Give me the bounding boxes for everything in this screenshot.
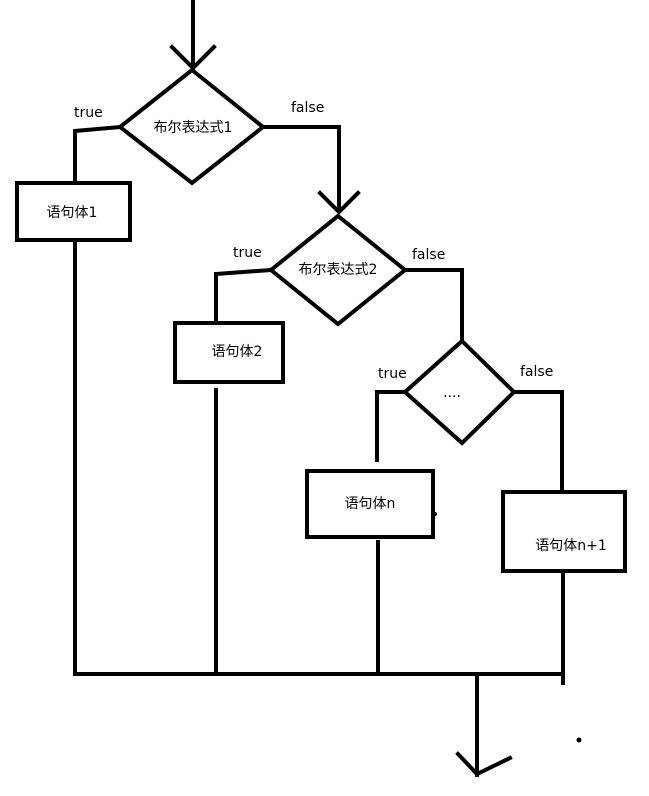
d3-false-line (512, 390, 564, 492)
decision-3-text: .... (443, 385, 461, 401)
decision-diamond-3 (402, 338, 517, 446)
statement-n-plus-1-text: 语句体n+1 (535, 538, 607, 554)
decision-diamond-2 (267, 213, 409, 327)
decision-2-text: 布尔表达式2 (299, 262, 378, 278)
d2-false-label: false (412, 247, 445, 263)
stray-dot-2 (576, 737, 582, 743)
statement-box-n (305, 469, 435, 539)
decision-1-text: 布尔表达式1 (154, 120, 233, 136)
statement-box-2 (173, 321, 285, 384)
d1-false-label: false (291, 100, 324, 116)
statement-box-1 (15, 181, 132, 242)
d1-true-label: true (74, 105, 103, 121)
d1-false-line (261, 125, 341, 212)
d3-true-line (375, 390, 407, 462)
d1-true-line (73, 124, 123, 184)
stray-dot-1 (433, 512, 437, 516)
decision-diamond-1 (116, 67, 267, 186)
statement-1-text: 语句体1 (47, 205, 98, 221)
d2-true-label: true (233, 245, 262, 261)
statement-2-text: 语句体2 (212, 344, 263, 360)
d3-false-label: false (520, 364, 553, 380)
d1-false-arrowhead (317, 190, 361, 215)
d2-false-line (403, 268, 464, 342)
entry-arrowhead (169, 44, 217, 71)
exit-arrowhead (455, 751, 513, 777)
d2-true-line (214, 267, 274, 324)
statement-n-text: 语句体n (345, 496, 396, 512)
d3-true-label: true (378, 366, 407, 382)
statement-box-n-plus-1 (501, 490, 627, 573)
